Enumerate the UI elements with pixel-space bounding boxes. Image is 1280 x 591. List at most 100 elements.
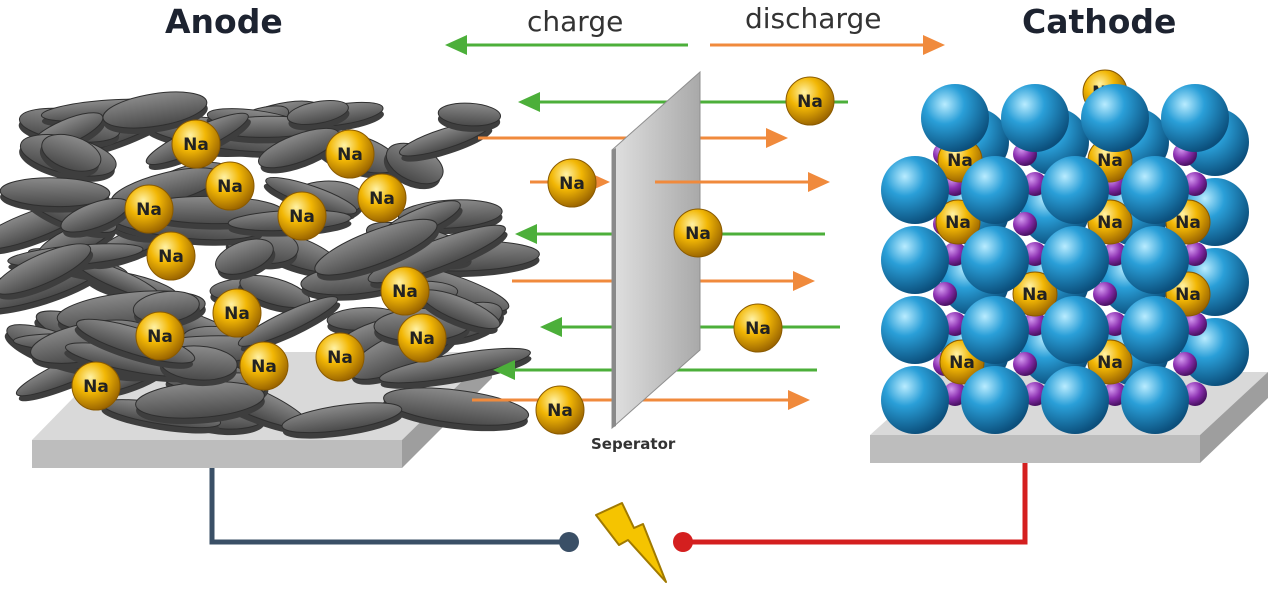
sodium-ion-label: Na xyxy=(251,357,277,377)
cathode-transition-metal xyxy=(1013,352,1037,376)
sodium-ion-label: Na xyxy=(547,401,573,421)
sodium-ion-label: Na xyxy=(945,213,971,233)
sodium-ion-icon: Na xyxy=(239,341,289,391)
sodium-ion-icon: Na xyxy=(733,303,783,353)
cathode-sphere xyxy=(1041,226,1109,294)
cathode-sphere xyxy=(961,296,1029,364)
graphite-flake xyxy=(135,381,265,425)
cathode-wire xyxy=(684,463,1028,545)
cathode-sphere xyxy=(1121,226,1189,294)
cathode-sphere xyxy=(961,366,1029,434)
cathode-sphere xyxy=(881,296,949,364)
sodium-ion-label: Na xyxy=(327,348,353,368)
sodium-ion-icon: Na xyxy=(785,76,835,126)
sodium-ion-label: Na xyxy=(183,135,209,155)
sodium-ion-label: Na xyxy=(409,329,435,349)
separator-membrane xyxy=(611,70,701,430)
sodium-ion-label: Na xyxy=(337,145,363,165)
cathode-sphere xyxy=(1041,366,1109,434)
sodium-ion-label: Na xyxy=(1022,285,1048,305)
lightning-bolt-icon xyxy=(595,502,667,583)
anode-terminal-icon xyxy=(559,532,579,552)
sodium-ion-icon: Na xyxy=(673,208,723,258)
sodium-ion-icon: Na xyxy=(547,158,597,208)
graphite-flake xyxy=(0,177,111,213)
graphite-flake xyxy=(382,387,530,432)
graphite-flake xyxy=(237,296,341,352)
cathode-sphere xyxy=(1041,296,1109,364)
sodium-ion-icon: Na xyxy=(212,288,262,338)
separator-label: Seperator xyxy=(591,435,676,453)
ion-flow-arrows xyxy=(445,35,945,410)
graphite-flake xyxy=(215,238,276,280)
flow-arrow xyxy=(445,35,688,55)
flow-arrow xyxy=(710,35,945,55)
sodium-ion-label: Na xyxy=(83,377,109,397)
sodium-ion-icon: Na xyxy=(146,231,196,281)
graphite-flake xyxy=(379,347,532,389)
charge-label: charge xyxy=(527,5,624,38)
sodium-ion-label: Na xyxy=(1097,213,1123,233)
flow-arrow xyxy=(540,317,840,337)
anode-wire xyxy=(209,468,568,545)
cathode-sphere xyxy=(1121,296,1189,364)
sodium-ion-icon: Na xyxy=(1012,271,1058,317)
sodium-ion-label: Na xyxy=(1175,285,1201,305)
cathode-sphere xyxy=(961,156,1029,224)
cathode-transition-metal xyxy=(933,282,957,306)
graphite-flake xyxy=(0,243,94,300)
sodium-ion-icon: Na xyxy=(325,129,375,179)
cathode-transition-metal xyxy=(1013,212,1037,236)
cathode-sphere-top xyxy=(1161,84,1229,152)
sodium-ion-icon: Na xyxy=(380,266,430,316)
cathode-transition-metal xyxy=(1093,282,1117,306)
graphite-flake xyxy=(437,102,502,132)
sodium-ion-icon: Na xyxy=(535,385,585,435)
flow-arrow xyxy=(478,128,788,148)
sodium-ion-label: Na xyxy=(559,174,585,194)
sodium-ion-label: Na xyxy=(147,327,173,347)
cathode-terminal-icon xyxy=(673,532,693,552)
sodium-ion-label: Na xyxy=(745,319,771,339)
sodium-ion-label: Na xyxy=(797,92,823,112)
cathode-sphere-top xyxy=(1081,84,1149,152)
anode-title: Anode xyxy=(165,2,283,41)
cathode-transition-metal xyxy=(1173,352,1197,376)
sodium-ion-label: Na xyxy=(949,353,975,373)
cathode-title: Cathode xyxy=(1022,2,1177,41)
flow-arrow xyxy=(655,172,830,192)
cathode-sphere-top xyxy=(1001,84,1069,152)
sodium-ion-icon: Na xyxy=(357,173,407,223)
graphite-flake xyxy=(281,402,403,439)
cathode-sphere xyxy=(1041,156,1109,224)
sodium-ion-icon: Na xyxy=(71,361,121,411)
sodium-ion-icon: Na xyxy=(205,161,255,211)
sodium-ion-icon: Na xyxy=(277,191,327,241)
cathode-sphere xyxy=(1121,156,1189,224)
sodium-ion-label: Na xyxy=(136,200,162,220)
sodium-ion-label: Na xyxy=(1097,151,1123,171)
cathode-sphere xyxy=(961,226,1029,294)
sodium-ion-label: Na xyxy=(1097,353,1123,373)
sodium-ion-label: Na xyxy=(224,304,250,324)
sodium-ion-label: Na xyxy=(685,224,711,244)
graphite-flake xyxy=(286,99,350,131)
sodium-ion-icon: Na xyxy=(315,332,365,382)
graphite-flake xyxy=(39,133,102,177)
cathode-sphere xyxy=(881,156,949,224)
sodium-ion-label: Na xyxy=(158,247,184,267)
sodium-ion-icon: Na xyxy=(397,313,447,363)
cathode-sphere xyxy=(881,366,949,434)
sodium-ion-label: Na xyxy=(947,151,973,171)
sodium-ion-icon: Na xyxy=(124,184,174,234)
discharge-label: discharge xyxy=(745,2,882,35)
sodium-ion-label: Na xyxy=(392,282,418,302)
sodium-ion-label: Na xyxy=(217,177,243,197)
external-circuit xyxy=(209,463,1028,583)
sodium-ion-label: Na xyxy=(369,189,395,209)
